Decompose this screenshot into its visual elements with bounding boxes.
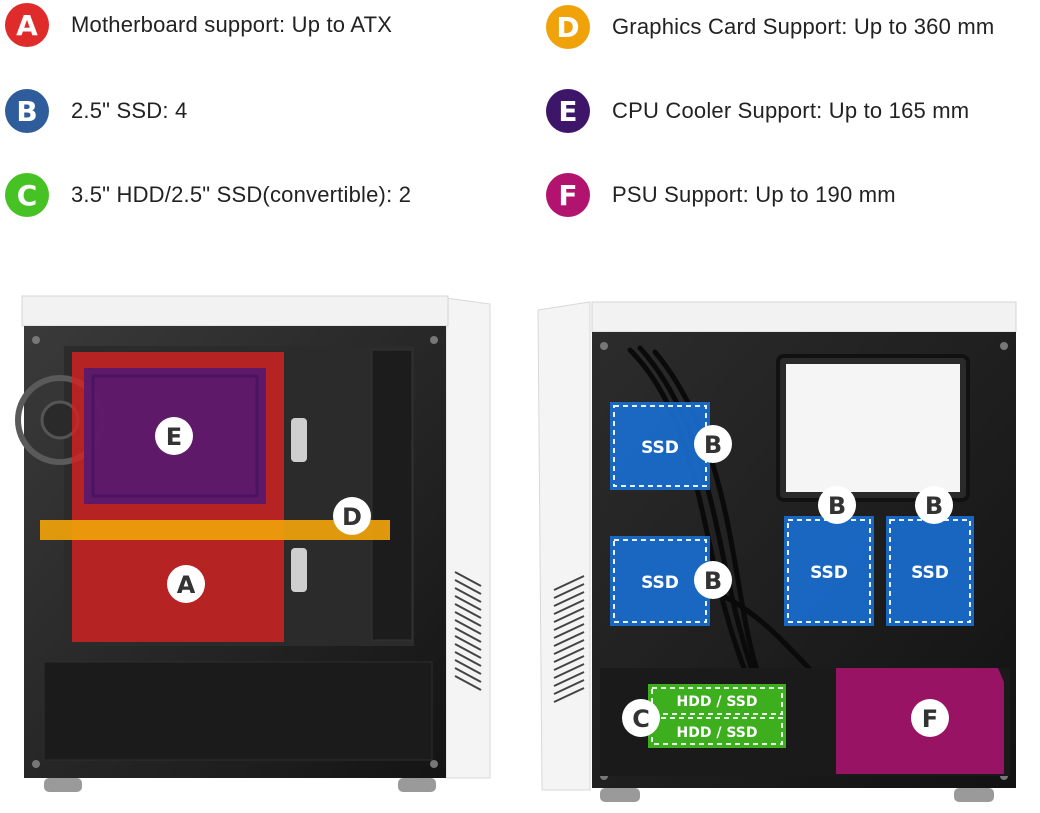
marker-a-text: A: [177, 571, 196, 599]
marker-e: [155, 417, 193, 455]
top-bezel: [21, 295, 449, 327]
ssd-bay-2: SSD: [610, 536, 710, 626]
marker-b-4: [915, 486, 953, 524]
spec-hdd: C 3.5" HDD/2.5" SSD(convertible): 2: [5, 173, 411, 217]
ssd-label-4: SSD: [911, 563, 949, 583]
cable-grommet-bottom: [291, 548, 307, 592]
marker-a: [167, 565, 205, 603]
marker-f: [911, 699, 949, 737]
badge-b: B: [5, 89, 49, 133]
badge-d: D: [546, 5, 590, 49]
badge-a: A: [5, 3, 49, 47]
foot-right: [398, 778, 436, 792]
svg-text:B: B: [704, 567, 722, 595]
svg-text:B: B: [704, 431, 722, 459]
marker-d: [333, 497, 371, 535]
badge-f: F: [546, 173, 590, 217]
marker-b-1: [694, 425, 732, 463]
front-fans: [371, 349, 413, 641]
case-front-view: E D A: [15, 295, 491, 792]
spec-cpu-cooler: E CPU Cooler Support: Up to 165 mm: [546, 89, 969, 133]
hdd-slot-label-2: HDD / SSD: [677, 725, 758, 741]
white-front-panel: [537, 301, 591, 791]
spec-psu: F PSU Support: Up to 190 mm: [546, 173, 896, 217]
white-front-panel: [445, 297, 491, 779]
marker-c-text: C: [632, 705, 650, 733]
top-bezel: [591, 301, 1017, 333]
marker-b-2: [694, 561, 732, 599]
ssd-bay-1: SSD: [610, 402, 710, 490]
hdd-slot-label-1: HDD / SSD: [677, 694, 758, 710]
zone-d-graphics-card: [40, 520, 390, 540]
marker-f-text: F: [922, 705, 938, 733]
badge-c: C: [5, 173, 49, 217]
hdd-cage: HDD / SSD HDD / SSD: [648, 684, 786, 748]
spec-graphics: D Graphics Card Support: Up to 360 mm: [546, 5, 994, 49]
ssd-label-2: SSD: [641, 573, 679, 593]
spec-text-motherboard: Motherboard support: Up to ATX: [71, 12, 393, 37]
marker-d-text: D: [342, 503, 362, 531]
ssd-bay-3: SSD: [784, 516, 874, 626]
psu-shroud: [43, 661, 433, 761]
spec-text-psu: PSU Support: Up to 190 mm: [612, 182, 896, 207]
front-vent: [553, 575, 585, 703]
svg-text:B: B: [828, 492, 846, 520]
ssd-label-1: SSD: [641, 438, 679, 458]
spec-text-graphics: Graphics Card Support: Up to 360 mm: [612, 14, 995, 39]
spec-motherboard: A Motherboard support: Up to ATX: [5, 3, 392, 47]
ssd-label-3: SSD: [810, 563, 848, 583]
front-vent: [454, 571, 482, 691]
spec-text-hdd: 3.5" HDD/2.5" SSD(convertible): 2: [71, 182, 412, 207]
foot-right: [954, 788, 994, 802]
case-back-view: SSD SSD SSD SSD B B B B HDD / SSD HDD / …: [537, 301, 1017, 802]
cable-grommet-top: [291, 418, 307, 462]
foot-left: [600, 788, 640, 802]
spec-ssd: B 2.5" SSD: 4: [5, 89, 187, 133]
badge-e: E: [546, 89, 590, 133]
spec-text-cpu-cooler: CPU Cooler Support: Up to 165 mm: [612, 98, 970, 123]
marker-b-3: [818, 486, 856, 524]
ssd-bay-4: SSD: [886, 516, 974, 626]
foot-left: [44, 778, 82, 792]
svg-text:B: B: [925, 492, 943, 520]
marker-e-text: E: [166, 423, 182, 451]
marker-c: [622, 699, 660, 737]
spec-text-ssd: 2.5" SSD: 4: [71, 98, 188, 123]
